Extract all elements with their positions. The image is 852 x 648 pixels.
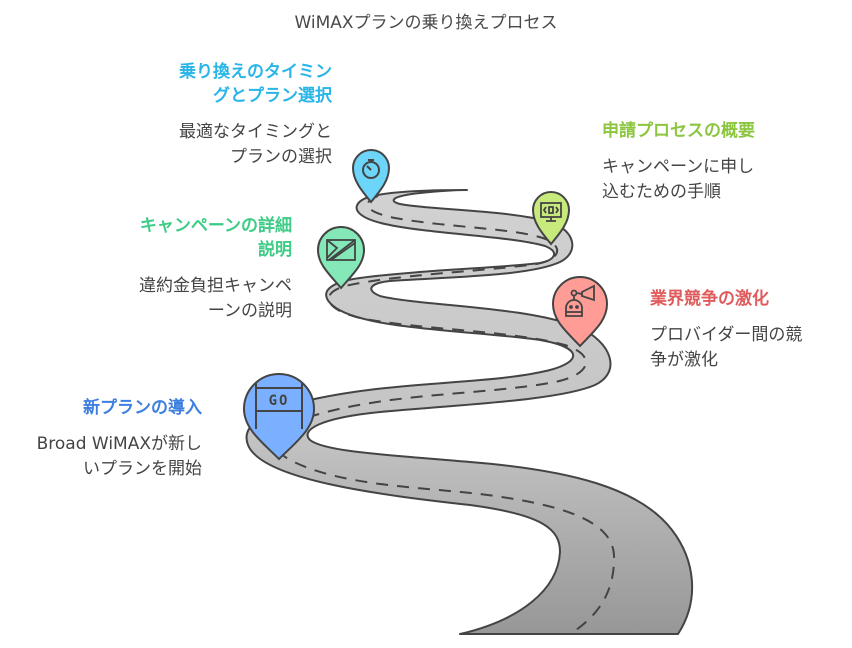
step-3-block: キャンペーンの詳細 説明 違約金負担キャンペ ーンの説明 bbox=[139, 214, 292, 324]
stopwatch-icon bbox=[362, 159, 380, 179]
step-4-heading: 業界競争の激化 bbox=[650, 289, 769, 309]
pin-step-2[interactable] bbox=[531, 191, 571, 246]
step-5-block: 新プランの導入 Broad WiMAXが新し いプランを開始 bbox=[37, 396, 202, 482]
step-2-block: 申請プロセスの概要 キャンペーンに申し 込むための手順 bbox=[602, 119, 755, 205]
step-4-description: プロバイダー間の競 争が激化 bbox=[650, 325, 803, 370]
step-5-heading: 新プランの導入 bbox=[83, 398, 202, 418]
step-1-description: 最適なタイミングと プランの選択 bbox=[179, 122, 332, 167]
step-3-heading: キャンペーンの詳細 説明 bbox=[139, 216, 292, 260]
robot-megaphone-icon bbox=[565, 284, 595, 317]
monitor-code-icon bbox=[540, 202, 562, 222]
road-center-line bbox=[274, 195, 616, 635]
diagram-title: WiMAXプランの乗り換えプロセス bbox=[294, 13, 558, 33]
step-5-description: Broad WiMAXが新し いプランを開始 bbox=[36, 434, 202, 479]
go-sign-text: GO bbox=[269, 393, 290, 409]
pin-step-1[interactable] bbox=[351, 149, 391, 204]
step-3-description: 違約金負担キャンペ ーンの説明 bbox=[139, 276, 292, 321]
pin-step-5[interactable]: GO bbox=[242, 373, 316, 461]
step-4-block: 業界競争の激化 プロバイダー間の競 争が激化 bbox=[650, 287, 802, 373]
step-1-heading: 乗り換えのタイミン グとプラン選択 bbox=[179, 62, 332, 106]
step-2-description: キャンペーンに申し 込むための手順 bbox=[602, 157, 755, 202]
road-surface bbox=[245, 189, 694, 635]
envelope-icon bbox=[326, 239, 356, 261]
step-1-block: 乗り換えのタイミン グとプラン選択 最適なタイミングと プランの選択 bbox=[179, 60, 332, 170]
go-sign-icon bbox=[255, 383, 303, 429]
pin-step-4[interactable] bbox=[551, 276, 609, 348]
pin-step-3[interactable] bbox=[316, 226, 366, 290]
step-2-heading: 申請プロセスの概要 bbox=[602, 121, 755, 141]
